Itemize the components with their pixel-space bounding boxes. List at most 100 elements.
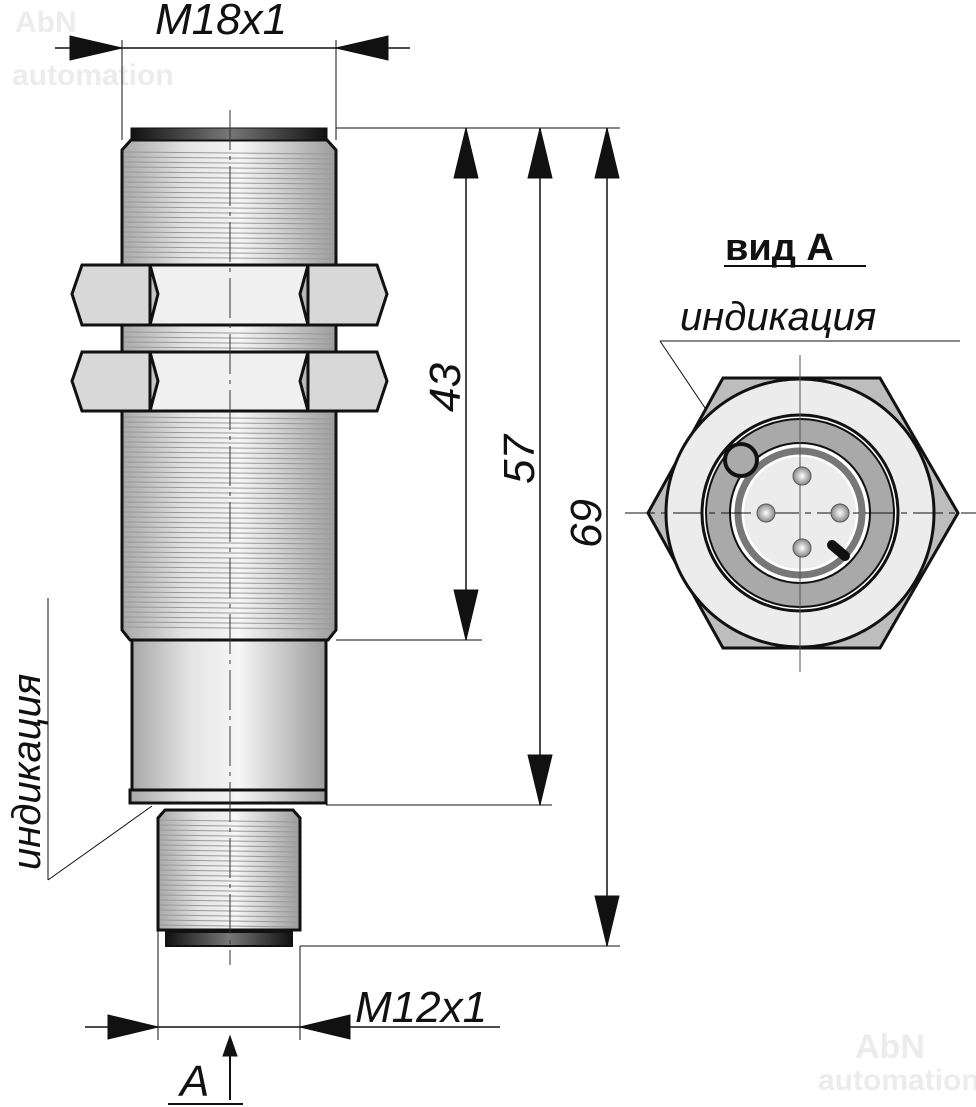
svg-text:индикация: индикация [5,674,49,870]
thread-line [159,834,299,838]
thread-line [123,181,335,185]
thread-line [123,171,335,175]
thread-line [159,859,299,863]
watermark-bottom: AbN automation [818,1028,976,1097]
thread-line [123,526,335,530]
thread-line [123,246,335,250]
thread-line [123,501,335,505]
thread-line [159,869,299,873]
thread-line [123,426,335,430]
thread-line [123,586,335,590]
svg-text:69: 69 [562,499,611,548]
thread-line [123,486,335,490]
thread-line [123,336,335,340]
thread-line [123,616,335,620]
thread-line [159,824,299,828]
thread-line [159,924,299,928]
thread-line [123,451,335,455]
thread-line [159,884,299,888]
thread-line [123,601,335,605]
watermark-top: AbN automation [12,6,174,92]
thread-line [159,889,299,893]
svg-text:M12x1: M12x1 [355,983,487,1032]
thread-line [123,611,335,615]
thread-line [123,346,335,350]
nut-upper [70,263,389,327]
thread-line [123,436,335,440]
connector-pins [756,466,850,558]
thread-line [123,571,335,575]
nut-lower [70,350,389,413]
svg-text:A: A [177,1057,209,1106]
thread-line [159,899,299,903]
thread-line [123,441,335,445]
svg-text:57: 57 [495,434,544,484]
thread-line [123,241,335,245]
thread-line [123,536,335,540]
thread-line [123,161,335,165]
thread-line [123,221,335,225]
thread-line [123,331,335,335]
thread-line [123,196,335,200]
svg-text:automation: automation [818,1064,976,1097]
thread-line [123,541,335,545]
svg-text:M18x1: M18x1 [155,0,287,44]
thread-line [123,626,335,630]
thread-line [123,341,335,345]
thread-line [123,211,335,215]
thread-line [123,491,335,495]
thread-line [123,431,335,435]
thread-line [159,864,299,868]
thread-line [123,216,335,220]
thread-line [123,151,335,155]
thread-line [159,919,299,923]
thread-line [159,854,299,858]
svg-text:43: 43 [421,363,470,412]
thread-line [123,226,335,230]
thread-line [123,556,335,560]
indication-label-side: индикация [5,598,153,881]
thread-line [123,251,335,255]
thread-line [123,591,335,595]
view-a-marker: A [168,1034,243,1106]
thread-line [159,904,299,908]
dim-vertical: 43 57 69 [300,127,620,947]
thread-line [159,914,299,918]
thread-line [123,186,335,190]
thread-line [123,446,335,450]
thread-line [123,606,335,610]
thread-line [123,576,335,580]
indicator-led-icon [723,442,759,478]
thread-line [159,879,299,883]
thread-line [123,471,335,475]
thread-line [123,416,335,420]
thread-line [123,516,335,520]
thread-line [123,206,335,210]
svg-text:индикация: индикация [680,295,876,339]
dim-m12: M12x1 [85,930,500,1040]
thread-line [123,531,335,535]
thread-line [159,829,299,833]
thread-line [123,201,335,205]
thread-line [123,231,335,235]
svg-text:вид А: вид А [725,227,834,269]
thread-line [159,849,299,853]
thread-line [123,166,335,170]
thread-line [123,476,335,480]
key-icon [827,540,850,561]
thread-line [123,191,335,195]
thread-line [159,894,299,898]
thread-line [123,566,335,570]
thread-line [123,466,335,470]
thread-line [123,521,335,525]
thread-line [123,461,335,465]
svg-text:automation: automation [12,59,174,92]
thread-line [123,236,335,240]
dim-m18: M18x1 [55,0,410,140]
thread-line [159,844,299,848]
svg-text:AbN: AbN [855,1028,925,1066]
thread-line [123,621,335,625]
thread-line [159,874,299,878]
